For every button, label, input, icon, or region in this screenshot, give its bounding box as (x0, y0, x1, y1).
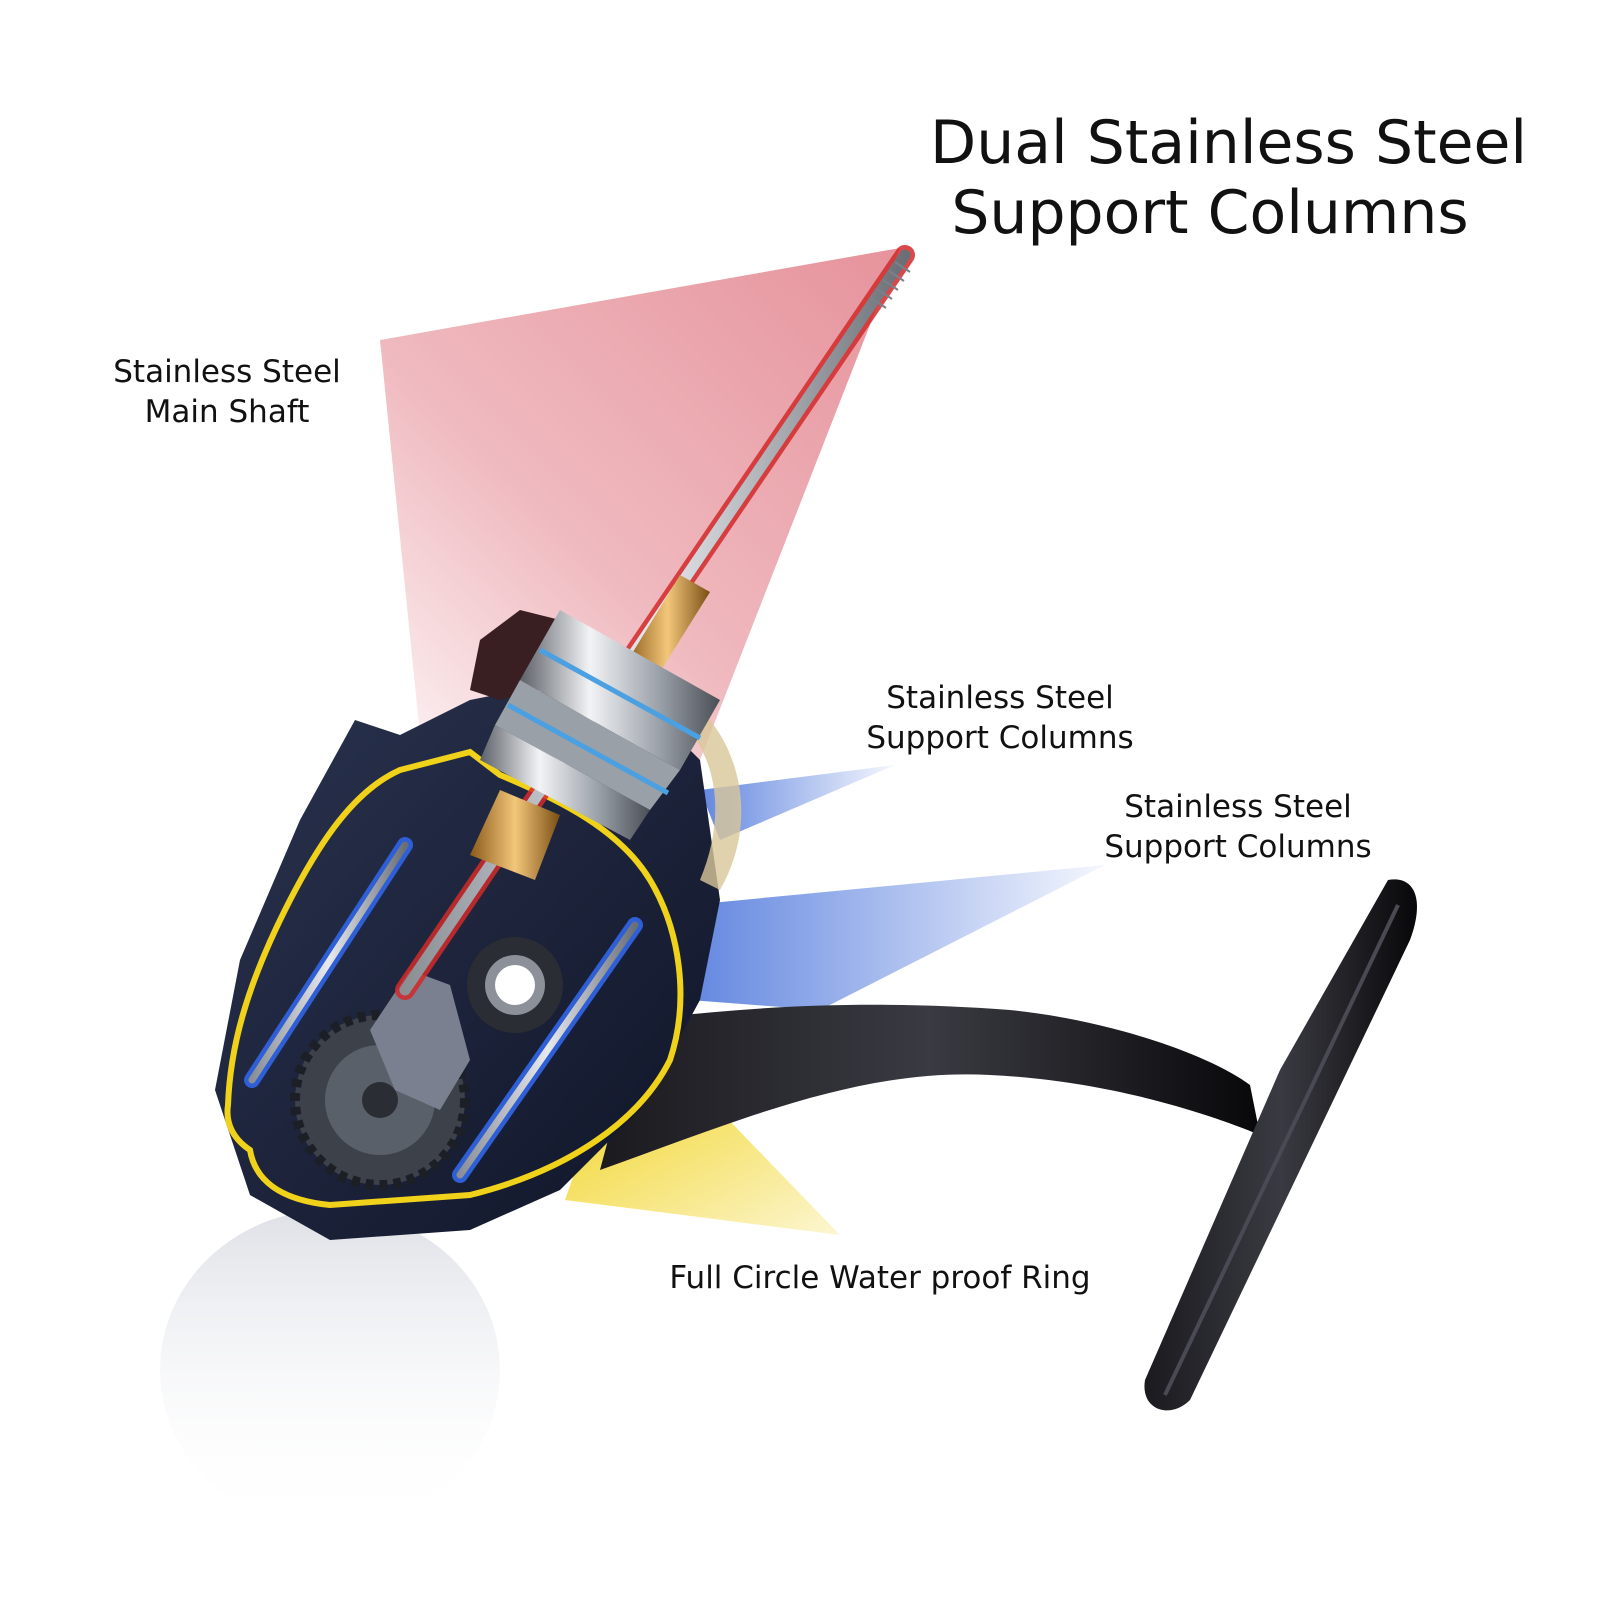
support-columns-label-2: Stainless Steel Support Columns (1078, 787, 1398, 867)
main-title-line-2: Support Columns (951, 178, 1469, 248)
main-shaft-label: Stainless Steel Main Shaft (92, 352, 362, 432)
support-column-highlight-beam-1 (700, 765, 895, 840)
main-shaft-label-line-1: Stainless Steel (113, 354, 341, 390)
main-shaft-label-line-2: Main Shaft (144, 394, 310, 430)
oscillation-arm (370, 970, 470, 1110)
support-column-right (452, 917, 643, 1183)
pinion-sleeve (625, 575, 710, 680)
reel-reflection (160, 1210, 500, 1530)
support-column-highlight-beam-2 (690, 865, 1105, 1010)
handle-bearing (467, 937, 563, 1033)
support-column-left (244, 837, 413, 1088)
support-columns-label-2-line-2: Support Columns (1104, 829, 1372, 865)
support-columns-label-1: Stainless Steel Support Columns (840, 678, 1160, 758)
waterproof-ring-label-line-1: Full Circle Water proof Ring (669, 1260, 1091, 1296)
support-columns-label-2-line-1: Stainless Steel (1124, 789, 1352, 825)
rotor-housing (680, 700, 742, 890)
shaft-threaded-tip (870, 261, 911, 309)
waterproof-ring-outline (224, 748, 684, 1209)
reel-foot (1144, 879, 1417, 1411)
main-title-line-1: Dual Stainless Steel (930, 108, 1528, 178)
main-title: Dual Stainless Steel Support Columns (930, 108, 1528, 248)
reel-foot-edge (1163, 904, 1400, 1396)
support-columns-label-1-line-2: Support Columns (866, 720, 1134, 756)
main-bearing-stack (480, 610, 720, 840)
pinion-gear (470, 790, 560, 880)
support-columns-label-1-line-1: Stainless Steel (886, 680, 1114, 716)
waterproof-ring-label: Full Circle Water proof Ring (640, 1258, 1120, 1298)
reel-handle-arm (600, 1004, 1260, 1170)
